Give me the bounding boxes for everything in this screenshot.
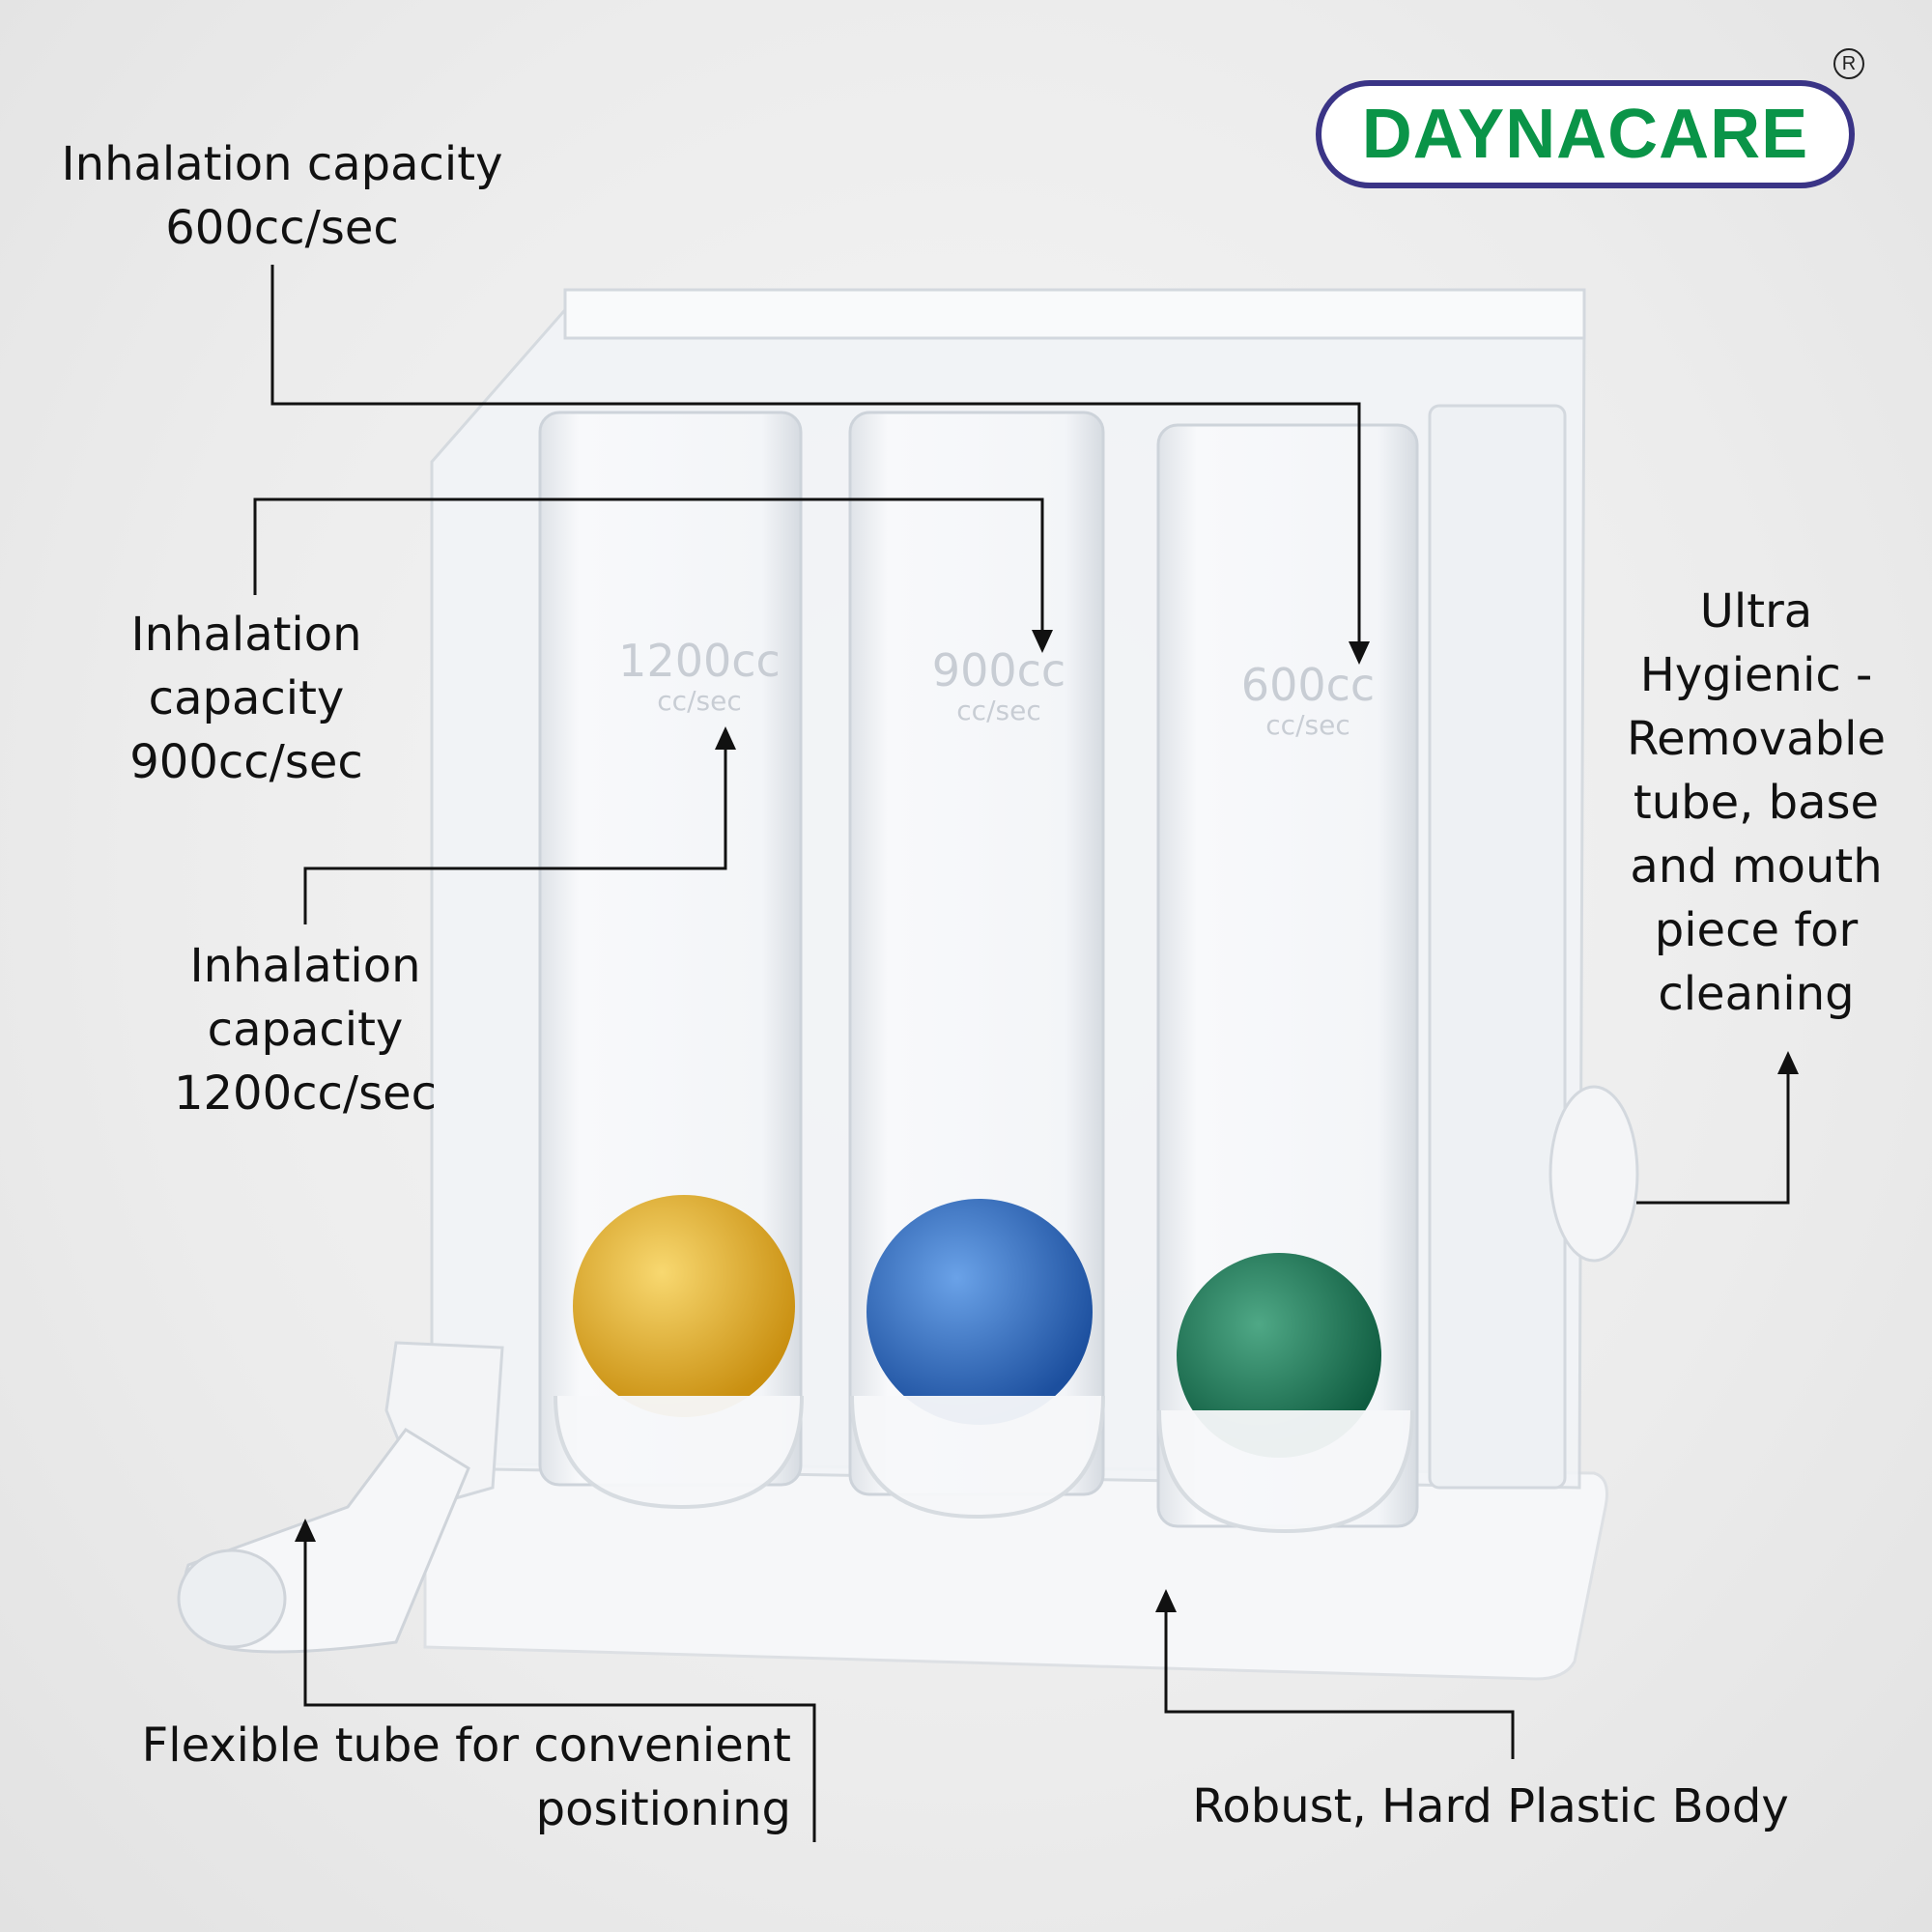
tube-marking-1200: 1200cc (618, 635, 781, 687)
tube-unit: cc/sec (657, 685, 741, 717)
callout-line: Hygienic - (1639, 648, 1873, 702)
tube-marking-600: 600cc (1241, 659, 1375, 711)
callout-line: tube, base (1633, 776, 1880, 830)
arrow-up-icon (1155, 1589, 1177, 1612)
registered-mark: R (1833, 48, 1864, 79)
blue-ball (867, 1199, 1093, 1425)
callout-line: 600cc/sec (165, 201, 399, 255)
callout-line: Flexible tube for convenient (141, 1719, 791, 1773)
leader-body (1164, 1608, 1515, 1759)
tube-unit: cc/sec (956, 695, 1040, 726)
top-rail (563, 288, 1586, 340)
callout-line: Inhalation (189, 939, 421, 993)
leader-900 (253, 497, 1044, 634)
tube-unit: cc/sec (1265, 709, 1350, 741)
callout-1200: Inhalation capacity 1200cc/sec (160, 934, 450, 1125)
arrow-down-icon (1032, 630, 1053, 653)
green-ball (1177, 1253, 1381, 1458)
arrow-up-icon (1777, 1051, 1799, 1074)
callout-tube: Flexible tube for convenient positioning (115, 1714, 791, 1841)
callout-line: cleaning (1658, 967, 1855, 1021)
arrow-down-icon (1349, 641, 1370, 665)
callout-line: and mouth (1630, 839, 1883, 894)
callout-line: Inhalation capacity (61, 137, 503, 191)
callout-line: 1200cc/sec (173, 1066, 438, 1121)
callout-body: Robust, Hard Plastic Body (1152, 1775, 1829, 1838)
callout-line: 900cc/sec (129, 735, 363, 789)
callout-line: Ultra (1699, 584, 1813, 639)
callout-900: Inhalation capacity 900cc/sec (101, 603, 391, 794)
leader-tube (303, 1538, 816, 1842)
callout-hygienic: Ultra Hygienic - Removable tube, base an… (1611, 580, 1901, 1026)
callout-600: Inhalation capacity 600cc/sec (41, 132, 524, 260)
callout-line: piece for (1654, 903, 1859, 957)
brand-name: DAYNACARE (1361, 96, 1809, 173)
arrow-up-icon (295, 1519, 316, 1542)
arrowheads (295, 630, 1799, 1612)
callout-line: Removable (1626, 712, 1886, 766)
arrow-up-icon (715, 726, 736, 750)
callout-lines (253, 265, 1790, 1842)
yellow-ball (573, 1195, 795, 1417)
callout-line: positioning (535, 1782, 791, 1836)
brand-logo: DAYNACARE (1316, 80, 1855, 188)
leader-1200 (303, 746, 727, 924)
tube-marking-900: 900cc (932, 644, 1065, 696)
callout-line: Robust, Hard Plastic Body (1192, 1779, 1789, 1833)
callout-line: capacity (207, 1003, 404, 1057)
leader-hygienic (1636, 1070, 1790, 1205)
side-connector (1548, 1085, 1639, 1263)
leader-600 (270, 265, 1361, 645)
callout-line: capacity (148, 671, 345, 725)
callout-line: Inhalation (130, 608, 362, 662)
